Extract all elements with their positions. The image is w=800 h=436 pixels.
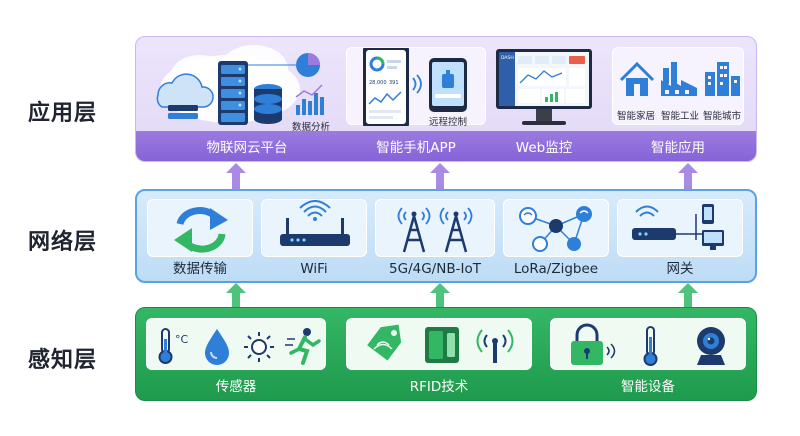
wifi-card	[261, 199, 367, 257]
sensors-card: °C	[146, 318, 326, 370]
smart-devices-card	[550, 318, 746, 370]
sensors-label: 传感器	[215, 379, 257, 395]
web-screen-text: DASH	[501, 55, 514, 61]
arrow-up-icon	[678, 163, 698, 189]
thermometer-icon	[158, 328, 173, 364]
network-layer-panel: 数据传输 WiFi 5G/4G/NB-IoT LoRa/Zigbee 网关	[135, 189, 757, 283]
webcam-icon	[697, 327, 725, 365]
tablet-icon	[429, 58, 467, 112]
iot-cloud-platform-label: 物联网云平台	[206, 140, 288, 156]
cell-tower-icon	[397, 207, 473, 253]
layer-label-application: 应用层	[28, 101, 98, 126]
smart-devices-label: 智能设备	[621, 379, 675, 395]
cellular-label: 5G/4G/NB-IoT	[389, 261, 481, 277]
bar-chart-icon	[295, 84, 324, 115]
remote-control-label: 远程控制	[429, 117, 468, 128]
smartphone-app-card: 28,000 391 远程控制	[346, 47, 486, 128]
application-layer-panel: 数据分析 28,000 391	[135, 36, 757, 162]
monitor-icon: DASH	[496, 49, 592, 125]
arrow-up-icon	[678, 283, 698, 307]
smartphone-app-label: 智能手机APP	[376, 140, 456, 156]
smart-applications-label: 智能应用	[651, 140, 705, 156]
sun-icon	[244, 332, 274, 362]
city-icon	[705, 62, 740, 96]
rfid-tag-icon	[367, 324, 402, 361]
smart-city-label: 智能城市	[703, 111, 742, 122]
gateway-icon	[632, 204, 724, 250]
lora-zigbee-label: LoRa/Zigbee	[513, 261, 599, 277]
data-transmission-card	[147, 199, 253, 257]
celsius-unit-text: °C	[175, 333, 189, 346]
pie-chart-icon	[296, 53, 320, 77]
smart-applications-card: 智能家居 智能工业 智能城市	[612, 47, 744, 125]
wifi-label: WiFi	[300, 261, 328, 277]
rfid-antenna-icon	[476, 329, 514, 363]
layer-label-network: 网络层	[28, 230, 98, 255]
smart-lock-icon	[571, 323, 616, 365]
application-label-strip	[136, 131, 756, 161]
cloud-server-icon	[156, 45, 324, 125]
phone-value-1: 28,000	[369, 80, 387, 86]
arrow-up-icon	[226, 163, 246, 189]
gateway-card	[617, 199, 743, 257]
web-monitor-illustration: DASH	[492, 45, 596, 131]
perception-layer-panel: °C	[135, 307, 757, 401]
sync-arrows-icon	[174, 207, 228, 253]
smart-industry-label: 智能工业	[661, 111, 700, 122]
cloud-platform-illustration: 数据分析	[150, 43, 340, 133]
arrow-up-icon	[430, 283, 450, 307]
rfid-label: RFID技术	[409, 379, 469, 395]
router-icon	[280, 200, 350, 246]
phone-value-2: 391	[389, 80, 399, 86]
house-icon	[619, 61, 655, 96]
lora-zigbee-card	[503, 199, 609, 257]
rfid-card-icon	[425, 327, 459, 363]
smart-home-label: 智能家居	[617, 111, 656, 122]
mesh-network-icon	[519, 206, 592, 252]
cellular-card	[375, 199, 495, 257]
arrow-up-icon	[430, 163, 450, 189]
gateway-label: 网关	[666, 261, 694, 277]
thermometer-icon	[643, 326, 658, 366]
arrow-up-icon	[226, 283, 246, 307]
data-analysis-label: 数据分析	[292, 122, 331, 133]
factory-icon	[661, 62, 697, 96]
running-person-icon	[285, 328, 321, 365]
layer-label-perception: 感知层	[28, 348, 98, 373]
data-transmission-label: 数据传输	[173, 261, 227, 277]
web-monitor-label: Web监控	[515, 140, 573, 156]
smartphone-icon: 28,000 391	[363, 48, 409, 126]
water-drop-icon	[205, 329, 229, 365]
database-icon	[254, 84, 282, 124]
rfid-card	[346, 318, 532, 370]
